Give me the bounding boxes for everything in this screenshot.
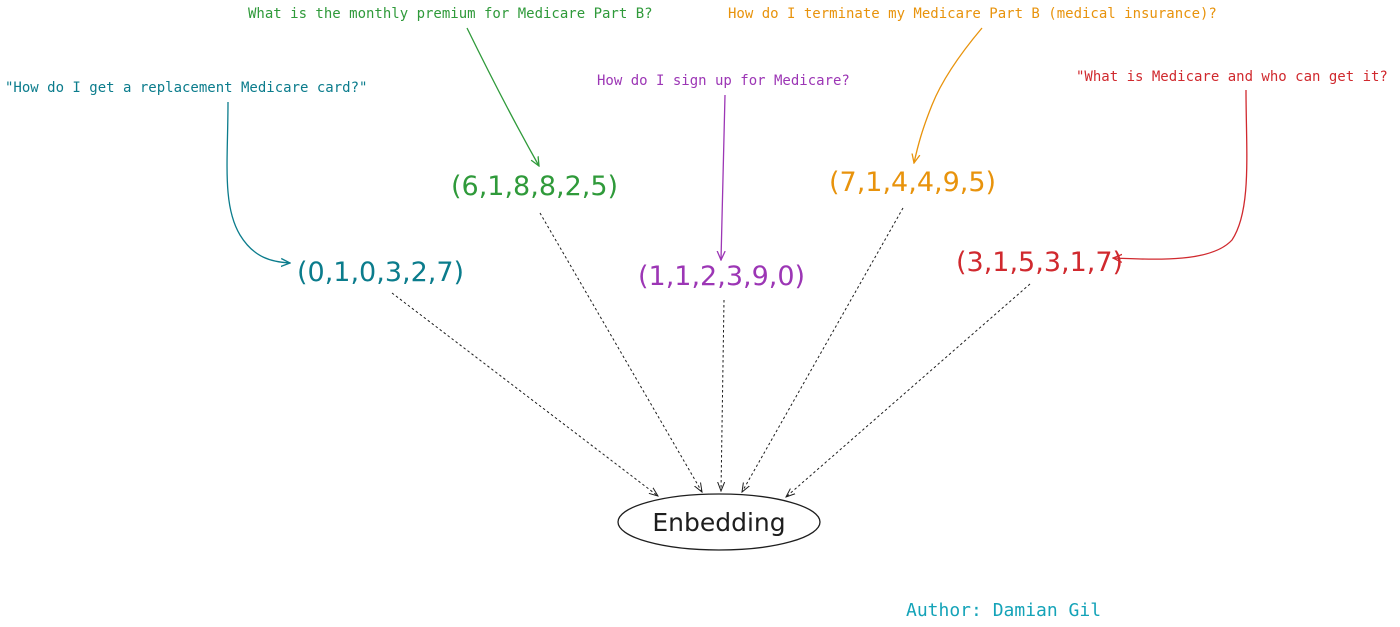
vector-to-embedding-arrow-q4 (742, 207, 904, 492)
question-text-q4: How do I terminate my Medicare Part B (m… (728, 6, 1217, 22)
embedding-node-label: Enbedding (652, 508, 785, 537)
author-credit: Author: Damian Gil (906, 600, 1101, 621)
embedding-node: Enbedding (617, 493, 821, 551)
question-to-vector-arrow-q2 (466, 27, 539, 166)
question-to-vector-arrow-q3 (721, 94, 725, 260)
question-text-q5: "What is Medicare and who can get it? (1076, 69, 1388, 85)
question-to-vector-arrow-q4 (914, 27, 983, 163)
question-text-q3: How do I sign up for Medicare? (597, 73, 850, 89)
question-to-vector-arrow-q1 (226, 101, 290, 263)
question-to-vector-arrow-q5 (1113, 89, 1248, 259)
question-text-q2: What is the monthly premium for Medicare… (248, 6, 653, 22)
vector-label-q3: (1,1,2,3,9,0) (638, 261, 805, 292)
vector-label-q1: (0,1,0,3,2,7) (297, 257, 464, 288)
vector-to-embedding-arrow-q5 (786, 283, 1031, 497)
vector-label-q4: (7,1,4,4,9,5) (829, 167, 996, 198)
vector-label-q5: (3,1,5,3,1,7) (956, 247, 1123, 278)
vector-to-embedding-arrow-q1 (391, 292, 658, 496)
vector-to-embedding-arrow-q3 (721, 299, 724, 491)
vector-label-q2: (6,1,8,8,2,5) (451, 171, 618, 202)
embedding-node-ellipse (617, 493, 821, 551)
vector-to-embedding-arrow-q2 (539, 212, 702, 492)
question-text-q1: "How do I get a replacement Medicare car… (5, 80, 367, 96)
